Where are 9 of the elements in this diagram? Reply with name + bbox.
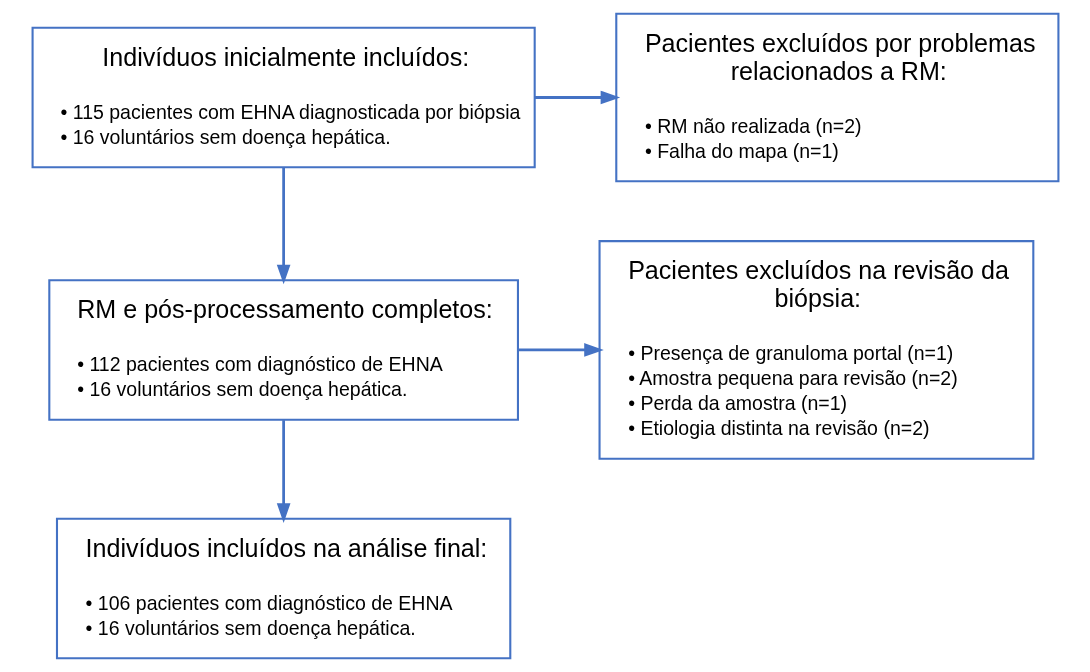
node-box: RM e pós-processamento completos: • 112 pacientes com diagnóstico de EHNA • 16 voluntários sem doença hepática. xyxy=(47,279,519,421)
arrow xyxy=(534,90,620,105)
node-box: Indivíduos incluídos na análise final: • 106 pacientes com diagnóstico de EHNA • 16 voluntários sem doença hepática. xyxy=(55,517,511,660)
arrow xyxy=(517,343,604,357)
arrow xyxy=(276,420,290,523)
node-box: Indivíduos inicialmente incluídos: • 115 pacientes com EHNA diagnosticada por biópsia • 16 voluntários sem doença hepática. xyxy=(31,26,536,169)
node-box: Pacientes excluídos na revisão da biópsia: • Presença de granuloma portal (n=1) • Amostra pequena para revisão (n=2) • Perda da amostra (n=1) • Etiologia distinta na revisão (n=2) xyxy=(598,240,1034,460)
arrow xyxy=(276,167,290,285)
node-box: Pacientes excluídos por problemas relacionados a RM: • RM não realizada (n=2) • Falha do mapa (n=1) xyxy=(614,12,1059,183)
